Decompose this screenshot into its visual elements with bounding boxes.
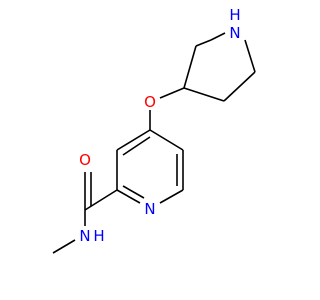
atom-nitrogen-pyrrolidine: N bbox=[229, 24, 240, 42]
bond-pyridine-c6-n bbox=[159, 189, 184, 204]
bond-c-o-ether bbox=[159, 87, 185, 99]
atom-nitrogen-pyridine: N bbox=[144, 200, 155, 218]
atom-oxygen-carbonyl: O bbox=[79, 151, 91, 169]
bond-pyridine-c3-c4-inner bbox=[122, 136, 151, 156]
bond-pyridine-c3-c4-outer bbox=[116, 129, 151, 151]
bond-pyridine-c4-c5 bbox=[149, 129, 184, 151]
bond-pyridine-c2-n-inner bbox=[122, 185, 145, 199]
bond-lines bbox=[52, 32, 256, 254]
atom-nitrogen-pyrrolidine-hydrogen: H bbox=[229, 6, 240, 24]
bond-pyrrolidine-nh-c bbox=[244, 39, 256, 73]
atom-nitrogen-amide: N bbox=[79, 227, 90, 245]
atom-nitrogen-amide-hydrogen: H bbox=[93, 227, 104, 245]
bond-pyrrolidine-c-c-left bbox=[183, 45, 197, 89]
bond-pyridine-n-c2 bbox=[116, 189, 141, 204]
atom-labels: N H O O N N H bbox=[79, 6, 241, 245]
bond-pyrrolidine-c-c-right bbox=[223, 71, 256, 102]
bond-n-methyl bbox=[52, 239, 76, 254]
atom-oxygen-ether: O bbox=[144, 93, 156, 111]
bond-c2-carbonyl bbox=[84, 189, 118, 211]
chemical-structure: N H O O N N H bbox=[52, 6, 256, 254]
bond-pyrrolidine-c-c-bottom bbox=[183, 87, 225, 102]
bond-pyrrolidine-c-nh bbox=[210, 32, 226, 41]
bond-pyrrolidine-c-c-top bbox=[195, 39, 212, 47]
